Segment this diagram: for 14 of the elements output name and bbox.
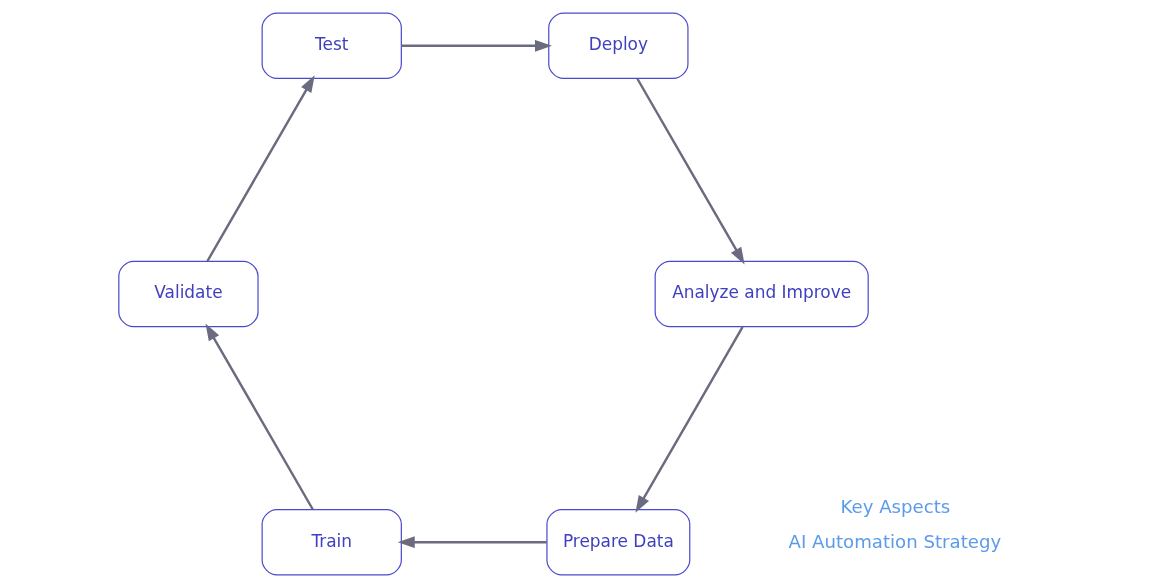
- arrow: [636, 78, 745, 265]
- node-box: Test: [261, 12, 402, 80]
- node-box: Prepare Data: [546, 508, 691, 576]
- arrow: [635, 326, 744, 513]
- label: Key Aspects: [840, 496, 951, 518]
- arrow: [401, 39, 552, 52]
- label: AI Automation Strategy: [788, 531, 1002, 553]
- node-box: Validate: [118, 260, 259, 328]
- arrow: [206, 75, 315, 262]
- node-box: Deploy: [548, 12, 689, 80]
- arrow: [205, 323, 314, 510]
- node-box: Analyze and Improve: [654, 260, 869, 328]
- node-box: Train: [261, 508, 402, 576]
- arrow: [397, 536, 547, 549]
